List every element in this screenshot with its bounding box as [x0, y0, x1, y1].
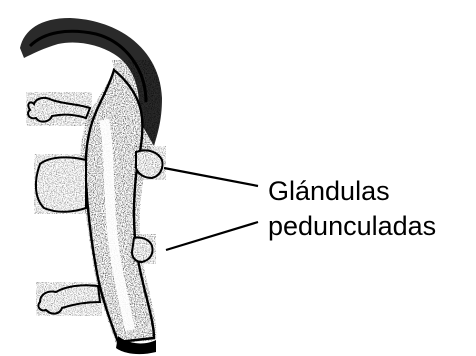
left-lower-limb [36, 282, 102, 316]
left-gland-stalk [34, 154, 88, 214]
label-pedunculadas: pedunculadas [268, 211, 436, 241]
pointer-line-upper [164, 168, 258, 186]
right-lower-gland [130, 234, 156, 264]
pointer-lines [164, 168, 258, 250]
label-glandulas: Glándulas [268, 176, 390, 206]
left-upper-limb [26, 92, 92, 126]
right-upper-gland [134, 146, 166, 180]
pointer-line-lower [166, 222, 258, 250]
